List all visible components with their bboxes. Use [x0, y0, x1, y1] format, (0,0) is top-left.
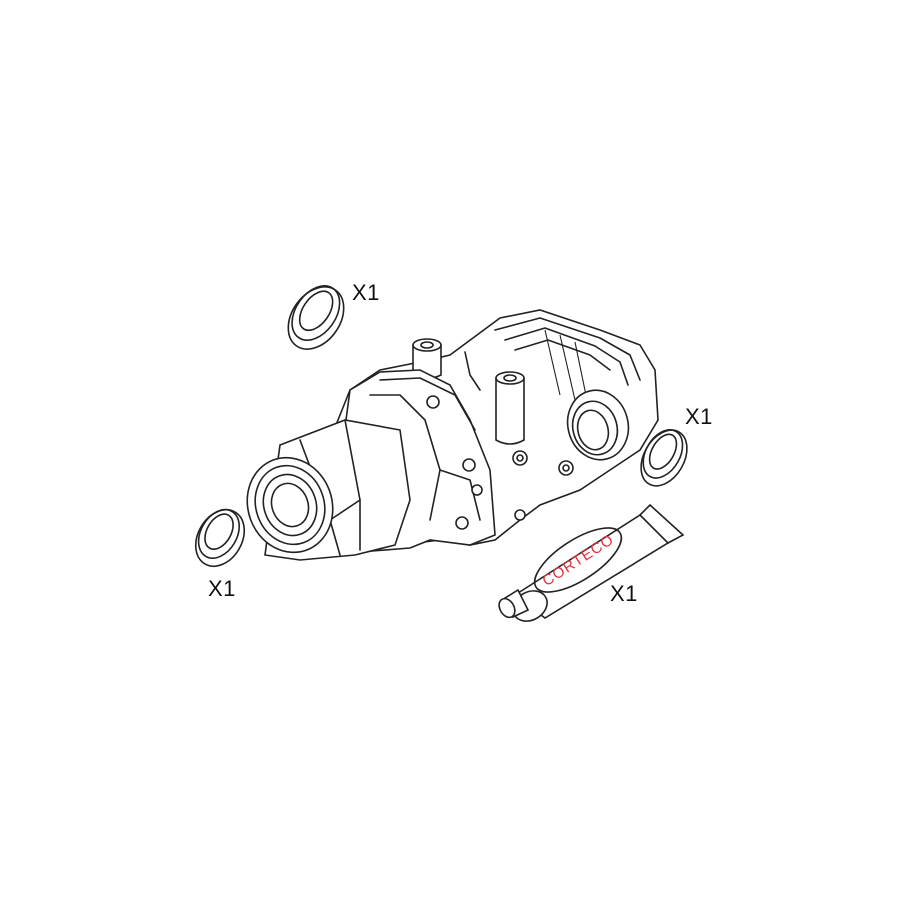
sealant-tube-quantity: X1 [610, 581, 638, 606]
sealant-tube: CORTECO [498, 503, 685, 622]
seal-right [640, 429, 688, 487]
seal-left [194, 508, 246, 568]
seal-top-quantity: X1 [352, 280, 380, 305]
seal-left-quantity: X1 [208, 576, 236, 601]
differential-housing [246, 309, 659, 561]
seal-right-quantity: X1 [685, 404, 713, 429]
seal-top [287, 285, 345, 350]
